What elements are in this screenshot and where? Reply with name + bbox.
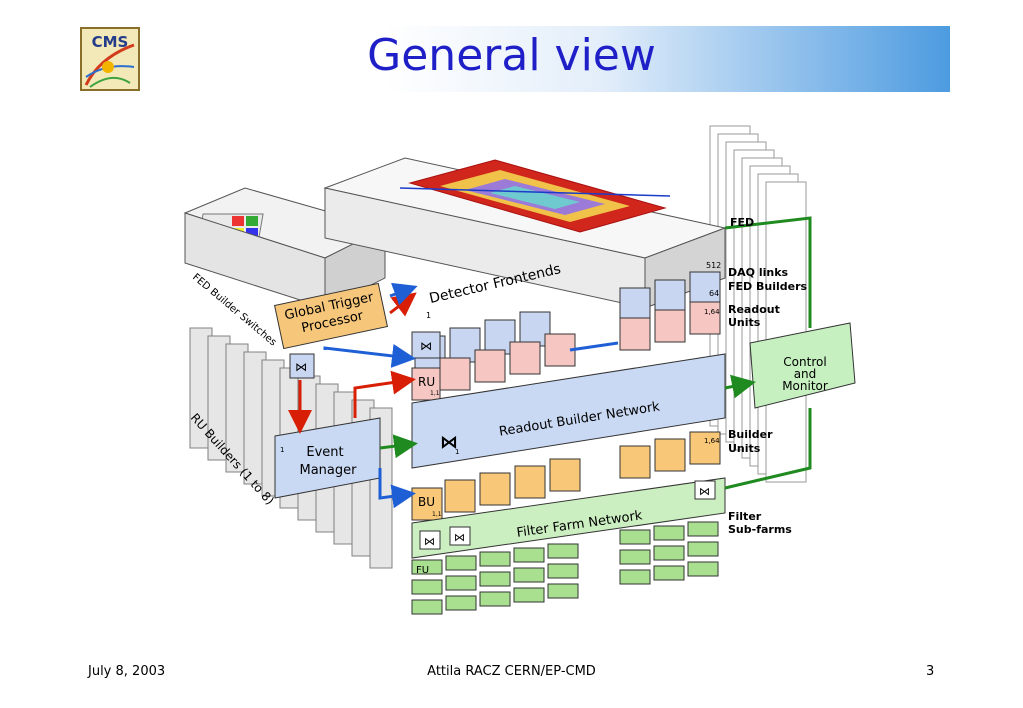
event-manager-label-1: Event — [306, 445, 343, 460]
side-labels: FED DAQ links FED Builders Readout Units… — [728, 216, 808, 536]
logo-text: CMS — [92, 33, 129, 51]
fed-builder-switch-icon: ⋈ — [295, 360, 307, 374]
fed-builders-label: FED Builders — [728, 280, 808, 293]
fed-index-64: 64 — [709, 289, 719, 298]
bu-index: 1,1 — [432, 511, 442, 518]
switch-icon: ⋈ — [420, 339, 432, 353]
builder-unit-row — [444, 431, 721, 513]
filter-unit-grid — [411, 521, 719, 615]
fu-label: FU — [416, 565, 429, 576]
bu-index-1-64: 1,64 — [704, 437, 720, 445]
detector-count: 512 — [706, 261, 721, 270]
blue-links — [323, 282, 619, 509]
ru-label-box — [411, 367, 441, 401]
network-sub-index: 1 — [455, 448, 459, 456]
filter-switch-icon-mid: ⋈ — [454, 531, 465, 544]
event-manager-label-2: Manager — [300, 463, 358, 478]
footer-date: July 8, 2003 — [88, 664, 166, 679]
filter-switch-icon-left: ⋈ — [424, 535, 435, 548]
footer-page-number: 3 — [926, 664, 935, 679]
control-label-2: and — [794, 367, 817, 381]
footer-author: Attila RACZ CERN/EP-CMD — [427, 664, 596, 679]
fed-label: FED — [730, 216, 754, 229]
detector-image — [399, 159, 671, 233]
fed-index-1: 1 — [426, 311, 431, 320]
daq-links-label: DAQ links — [728, 266, 789, 279]
control-monitor: Control and Monitor — [749, 322, 856, 409]
green-links — [379, 216, 812, 490]
cms-logo: CMS — [80, 27, 140, 91]
fed-builder-switch-box — [289, 353, 315, 379]
units-label: Units — [728, 316, 761, 329]
filter-label: Filter — [728, 510, 762, 523]
builder-label: Builder — [728, 428, 773, 441]
ru-index-1-64: 1,64 — [704, 308, 720, 316]
control-label-3: Monitor — [782, 379, 828, 393]
page-title: General view — [367, 30, 656, 81]
daq-architecture-diagram: Global Trigger Processor FED Builder Swi… — [183, 125, 856, 615]
bu-label-box — [411, 487, 443, 521]
event-manager-index: 1 — [280, 446, 284, 454]
ru-index: 1,1 — [430, 390, 440, 397]
filter-switch-icon: ⋈ — [699, 485, 710, 498]
builder-units-label: Units — [728, 442, 761, 455]
detector-frontends: Detector Frontends 512 — [323, 157, 727, 309]
bu-label: BU — [418, 495, 435, 509]
filter-farm-network: Filter Farm Network ⋈ ⋈ ⋈ — [411, 477, 726, 559]
network-switch-icon: ⋈ — [440, 432, 458, 453]
title-bar — [80, 26, 950, 92]
event-manager: Event Manager 1 — [274, 417, 381, 499]
readout-label: Readout — [728, 303, 780, 316]
control-label-1: Control — [783, 355, 826, 369]
ru-label: RU — [418, 375, 435, 389]
subfarms-label: Sub-farms — [728, 523, 792, 536]
